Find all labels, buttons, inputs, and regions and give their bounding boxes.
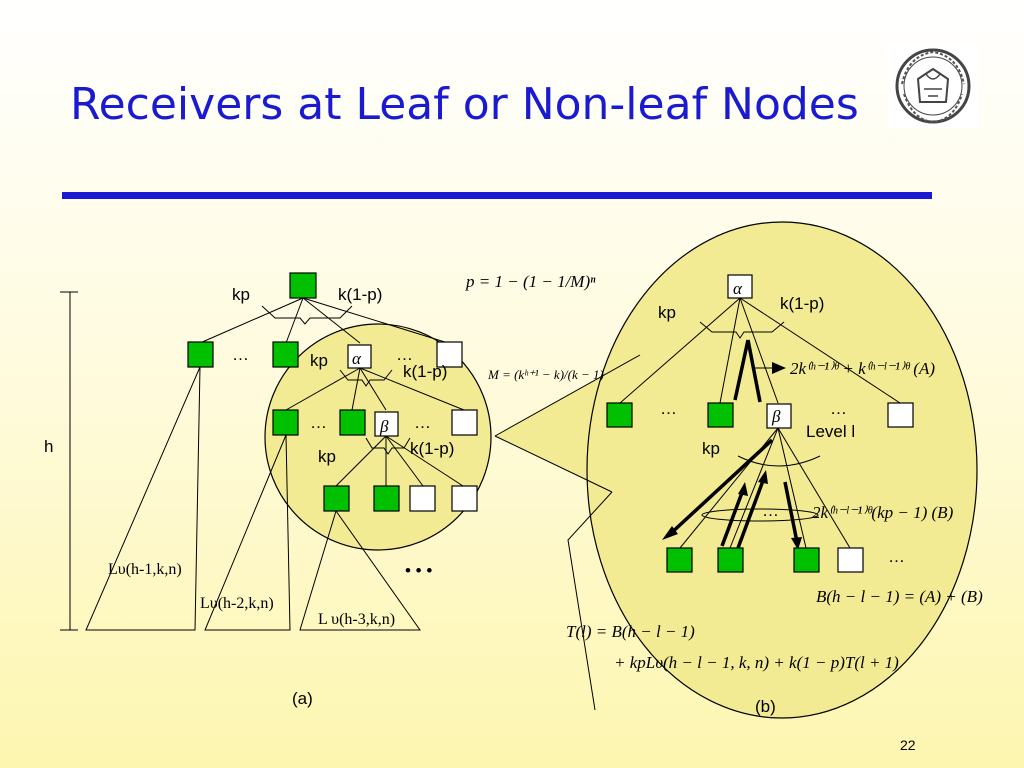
- kp-label: kp: [658, 303, 676, 322]
- tree-a-beta-node: [374, 411, 399, 437]
- tree-b-node: [717, 547, 744, 573]
- tree-a-alpha-node: [347, 344, 372, 369]
- equation-p: p = 1 − (1 − 1/M)ⁿ: [465, 272, 596, 291]
- ellipsis-label: …: [660, 399, 677, 418]
- caption-b: (b): [755, 697, 776, 716]
- tree-b-node: [793, 547, 820, 573]
- alpha-label: α: [733, 279, 743, 298]
- k1p-label: k(1-p): [410, 439, 454, 458]
- ellipsis-label: …: [414, 413, 431, 432]
- tree-b-beta-node: [766, 403, 792, 429]
- alpha-label: α: [352, 349, 362, 368]
- beta-label: β: [771, 407, 781, 426]
- kp-label: kp: [702, 439, 720, 458]
- equation-T-line1: T(l) = B(h − l − 1): [566, 622, 695, 641]
- slide-title: Receivers at Leaf or Non-leaf Nodes: [70, 79, 859, 130]
- caption-a: (a): [292, 689, 313, 708]
- subtree-label: Lυ(h-2,k,n): [200, 595, 274, 612]
- more-dots: • • •: [405, 561, 432, 580]
- tree-b-node: [707, 402, 734, 428]
- ellipsis-label: …: [232, 345, 249, 364]
- equation-B: 2k⁽ʰ⁻ˡ⁻¹⁾ᶿ(kp − 1) (B): [812, 503, 954, 522]
- tree-b-edges: [567, 297, 901, 711]
- tree-a-node: [451, 485, 478, 512]
- ellipsis-label: …: [310, 413, 327, 432]
- title-underline: [62, 192, 932, 199]
- tree-a-node: [339, 409, 366, 436]
- k1p-label: k(1-p): [780, 294, 824, 313]
- equation-B-sum: B(h − l − 1) = (A) + (B): [816, 587, 983, 606]
- tree-a-node: [323, 485, 350, 512]
- tree-b-node: [887, 402, 914, 428]
- k1p-label: k(1-p): [403, 362, 447, 381]
- kp-label: kp: [318, 447, 336, 466]
- tree-b-path-arrows: [662, 339, 802, 550]
- subtree-label: L υ(h-3,k,n): [318, 611, 395, 628]
- height-label: h: [44, 437, 53, 456]
- page-number: 22: [900, 737, 916, 753]
- tree-a-node: [436, 341, 463, 368]
- university-seal-icon: [888, 44, 978, 128]
- beta-label: β: [379, 417, 389, 436]
- tree-b-node: [606, 402, 633, 428]
- kp-label: kp: [310, 351, 328, 370]
- tree-a-node: [272, 409, 299, 436]
- level-label: Level l: [806, 422, 855, 441]
- tree-a-edges: [85, 297, 465, 631]
- subtree-label: Lυ(h-1,k,n): [108, 561, 182, 578]
- equation-M: M = (kʰ⁺¹ − k)/(k − 1): [487, 367, 604, 382]
- ellipsis-label: …: [830, 399, 847, 418]
- tree-a-node: [409, 485, 436, 512]
- equation-A: 2k⁽ʰ⁻¹⁾ᶿ + k⁽ʰ⁻ˡ⁻¹⁾ᶿ (A): [790, 359, 935, 378]
- tree-b-node: [666, 547, 693, 573]
- ellipsis-label: …: [762, 501, 779, 520]
- ellipsis-label: …: [396, 345, 413, 364]
- tree-a-node: [272, 341, 299, 368]
- tree-a-node: [373, 485, 400, 512]
- tree-b-alpha-node: [727, 274, 753, 299]
- k1p-label: k(1-p): [338, 285, 382, 304]
- equation-T-line2: + kpLυ(h − l − 1, k, n) + k(1 − p)T(l + …: [614, 653, 899, 672]
- tree-b-node: [837, 547, 864, 573]
- kp-label: kp: [232, 285, 250, 304]
- ellipsis-label: …: [888, 547, 905, 566]
- height-bracket: [60, 291, 78, 631]
- tree-a-node: [187, 341, 214, 368]
- tree-a-node: [451, 409, 478, 436]
- tree-a-root-node: [289, 272, 317, 299]
